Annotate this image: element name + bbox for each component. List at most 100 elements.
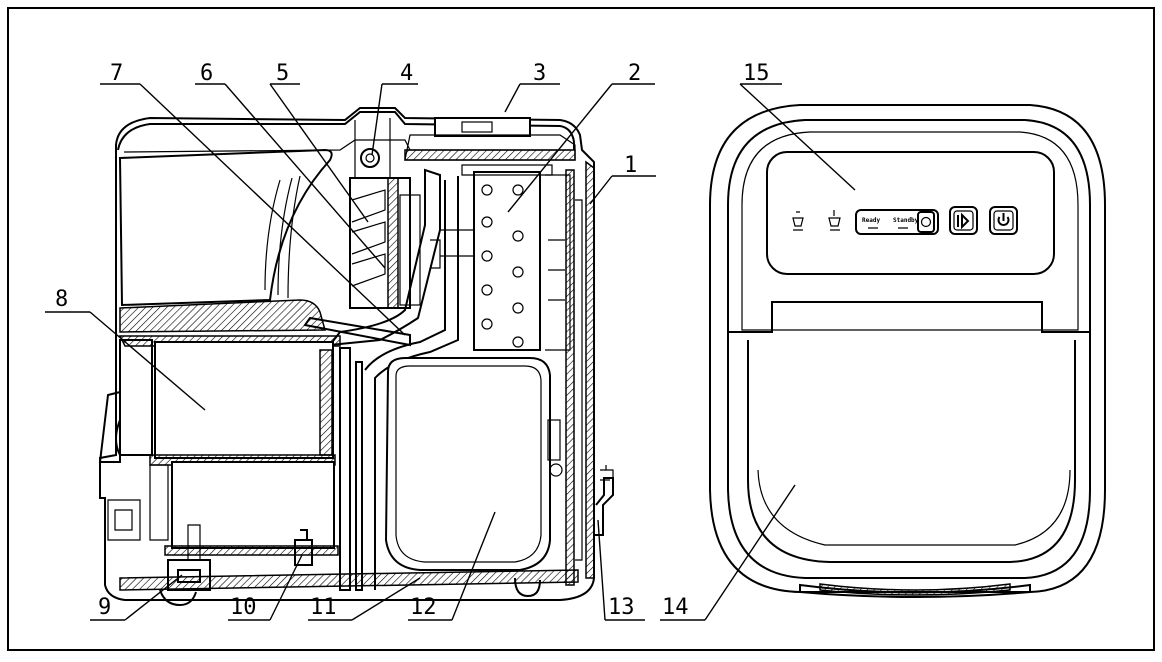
door-14-lower <box>747 340 1076 563</box>
callout-label-5: 5 <box>276 61 289 86</box>
callout-label-6: 6 <box>200 61 213 86</box>
board-connector <box>430 229 474 269</box>
top-hatch <box>404 149 576 161</box>
callout-label-11: 11 <box>310 595 337 620</box>
bin-8-scoop <box>98 339 153 463</box>
hopper-bottom-hatch <box>119 299 326 333</box>
board-hole <box>481 216 493 228</box>
ice-hopper <box>118 148 333 307</box>
callout-label-4: 4 <box>400 61 413 86</box>
power-plug <box>600 465 614 482</box>
display-text-standby: Standby <box>893 217 919 224</box>
housing-wall-1 <box>585 160 595 579</box>
fitting-4-inner <box>365 153 375 163</box>
select-button-inner <box>953 210 974 231</box>
housing-outline <box>99 107 595 601</box>
door-14-window <box>757 469 1071 546</box>
callout-label-10: 10 <box>230 595 257 620</box>
callouts: 1 2 3 4 5 6 7 8 9 10 <box>45 61 856 621</box>
compressor-terminal <box>549 463 563 477</box>
callout-label-2: 2 <box>628 61 641 86</box>
foot-right <box>514 577 541 598</box>
leader-10 <box>269 554 303 621</box>
compressor-fitting <box>547 419 561 461</box>
indicator-icons <box>792 210 841 231</box>
leader-11 <box>351 577 421 621</box>
leader-4 <box>371 83 383 156</box>
front-bezel <box>741 131 1079 331</box>
evaporator-assembly <box>327 168 441 347</box>
callout-label-12: 12 <box>410 595 437 620</box>
board-hole <box>512 230 524 242</box>
callout-label-14: 14 <box>662 595 689 620</box>
fitting-4 <box>360 148 380 168</box>
leader-12 <box>451 511 496 621</box>
leader-15 <box>739 83 856 191</box>
board-hole <box>512 266 524 278</box>
size-icon <box>920 216 932 228</box>
base-11 <box>119 569 579 591</box>
display-size-button[interactable] <box>917 211 935 233</box>
leader-9 <box>124 574 183 621</box>
bin-8 <box>154 341 334 459</box>
callout-label-9: 9 <box>98 595 111 620</box>
rear-rail-hatch <box>565 169 575 586</box>
play-icon <box>957 212 970 230</box>
top-panel-3 <box>434 117 531 137</box>
power-icon <box>997 213 1010 226</box>
board-hole <box>512 302 524 314</box>
water-tray <box>327 168 441 347</box>
board-hole <box>481 284 493 296</box>
evaporator-rail <box>387 177 399 309</box>
compressor-12 <box>384 357 551 571</box>
left-mechanism <box>107 464 169 541</box>
top-panel-3-slot <box>461 121 493 133</box>
callout-label-7: 7 <box>110 61 123 86</box>
ice-bin-8 <box>98 335 341 466</box>
leader-3 <box>504 83 521 113</box>
front-grille-hatch <box>819 583 1011 596</box>
front-outer-shell <box>709 104 1106 593</box>
foot-left <box>159 589 197 607</box>
leader-1 <box>589 175 613 205</box>
board-hole <box>481 318 493 330</box>
control-panel-15 <box>766 151 1055 275</box>
compressor-12-inner <box>395 365 542 563</box>
board-hole <box>512 336 524 348</box>
drawing-frame <box>7 7 1155 651</box>
board-hole <box>512 184 524 196</box>
front-inner-shell <box>727 119 1091 579</box>
control-board-2 <box>430 164 553 351</box>
board-hole <box>481 250 493 262</box>
callout-label-1: 1 <box>624 153 637 178</box>
bin-8-side <box>319 349 333 456</box>
pump-10 <box>294 529 313 566</box>
callout-label-3: 3 <box>533 61 546 86</box>
leader-7 <box>139 83 406 336</box>
valve-9 <box>187 524 201 561</box>
leader-8 <box>89 311 206 411</box>
ice-hopper-inner <box>264 175 301 299</box>
display-text-ready: Ready <box>862 217 880 224</box>
power-button-inner <box>993 210 1014 231</box>
power-cord-13 <box>594 477 614 536</box>
water-low-icon <box>828 210 841 231</box>
ice-full-icon <box>792 211 804 231</box>
front-view: Ready Standby <box>709 104 1106 598</box>
board-hole <box>481 184 493 196</box>
callout-label-15: 15 <box>743 61 770 86</box>
select-button[interactable] <box>949 206 978 235</box>
callout-label-13: 13 <box>608 595 635 620</box>
lid <box>117 111 575 151</box>
divider-column <box>339 347 363 591</box>
callout-label-8: 8 <box>55 287 68 312</box>
leader-5 <box>269 83 369 223</box>
display-panel <box>855 209 939 235</box>
board-2 <box>473 171 541 351</box>
leader-2 <box>507 83 613 213</box>
leader-13 <box>597 519 606 621</box>
side-section-view <box>98 107 614 607</box>
power-button[interactable] <box>989 206 1018 235</box>
